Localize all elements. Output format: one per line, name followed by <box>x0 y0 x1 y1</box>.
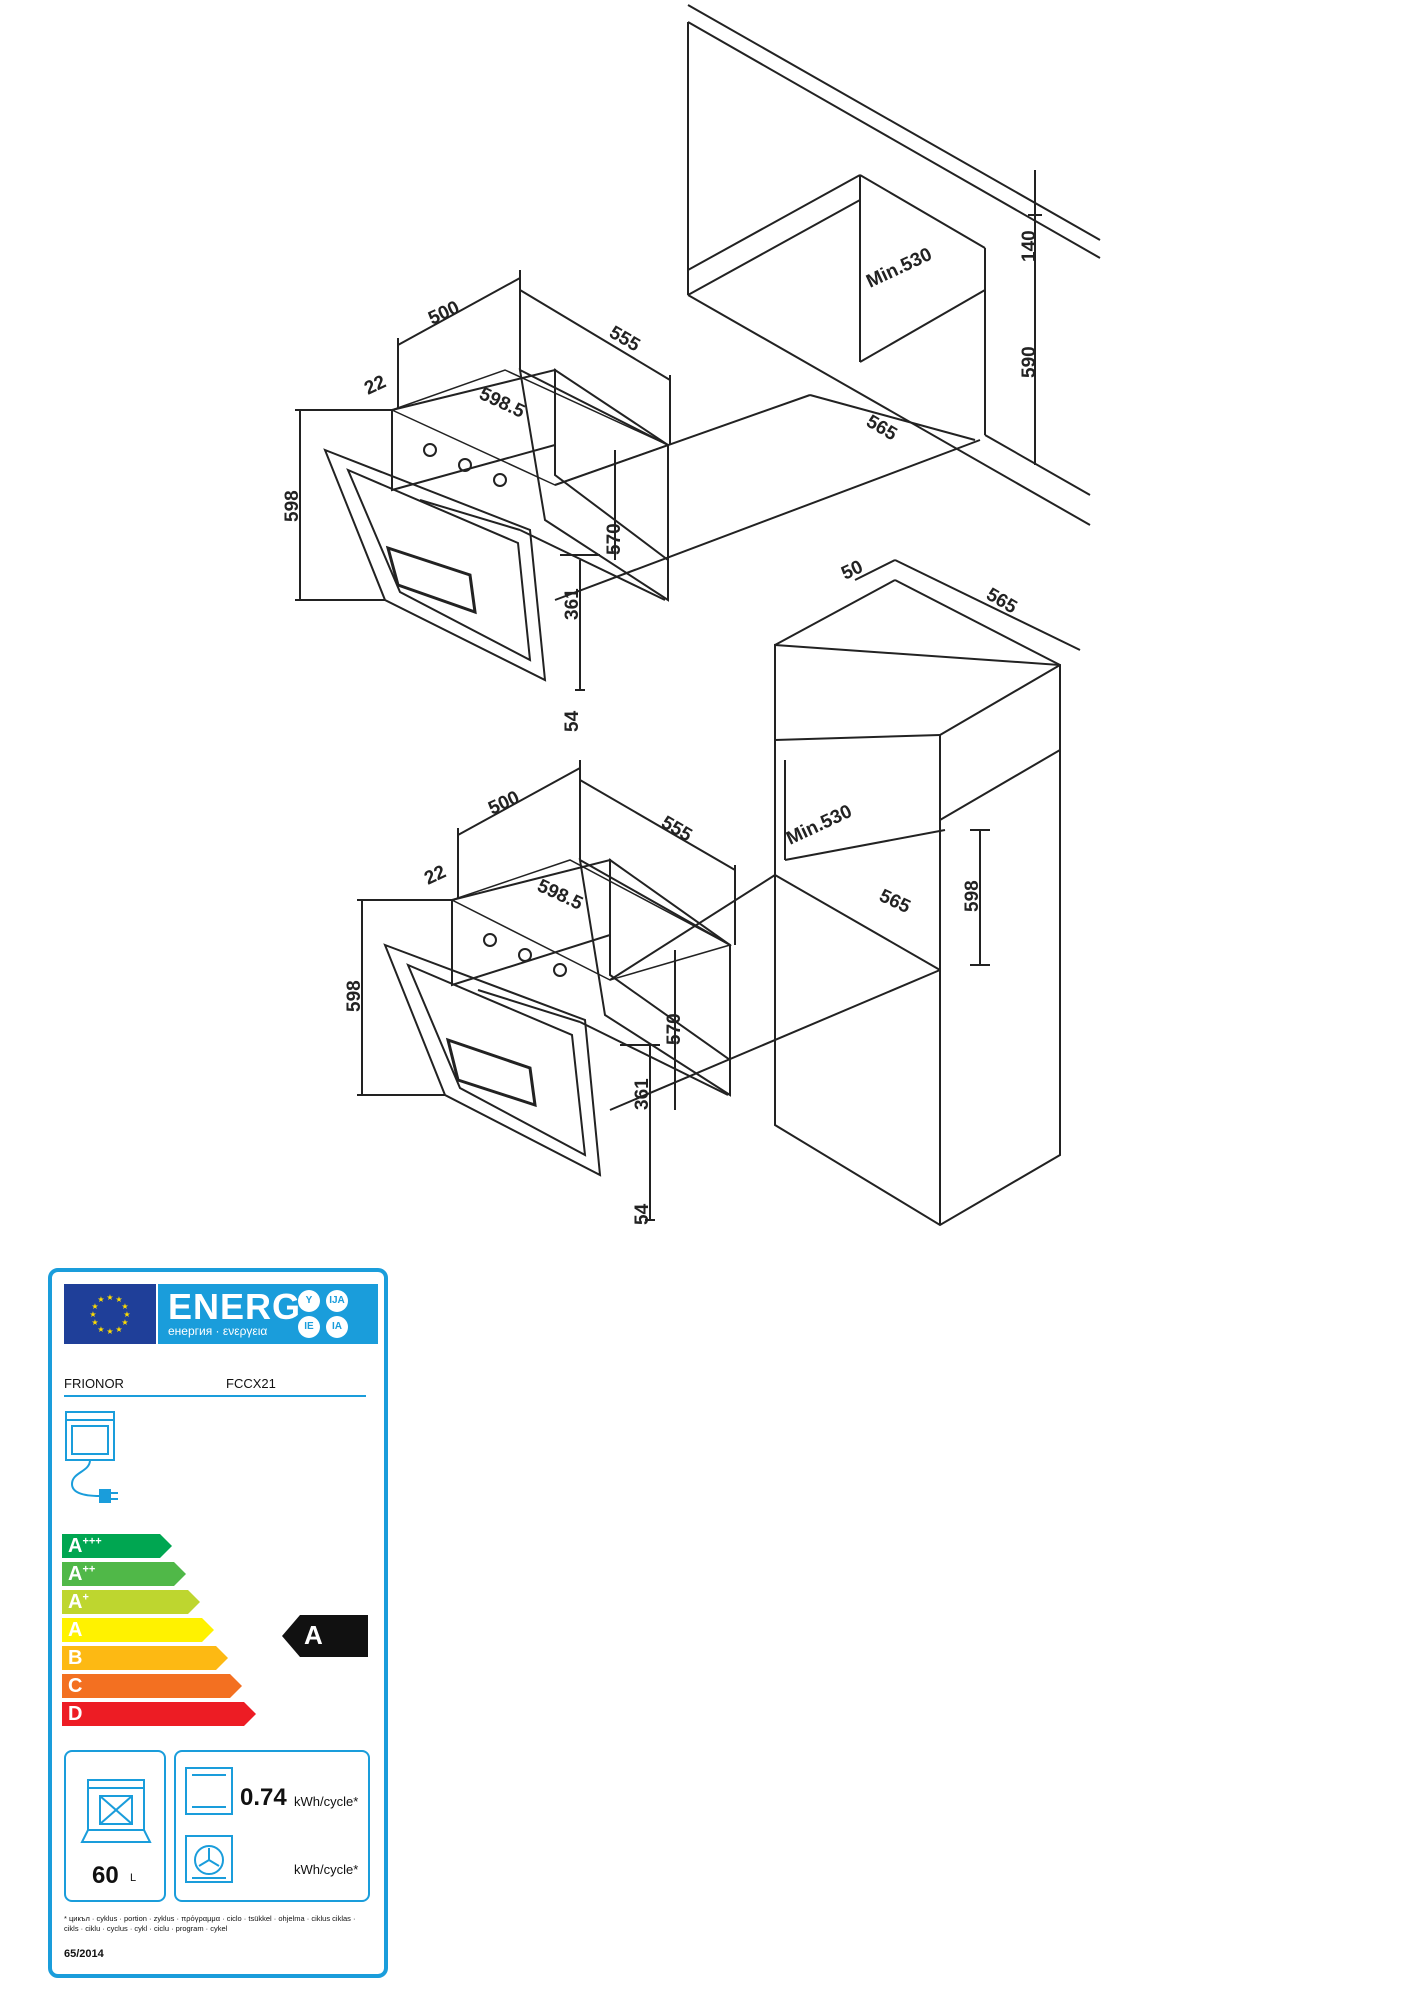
rating-arrow: A <box>282 1615 368 1657</box>
dim-555-b: 555 <box>658 812 696 846</box>
suffix-ie: IE <box>298 1316 320 1338</box>
volume-value: 60 <box>92 1862 119 1889</box>
dim-565: 565 <box>863 411 901 445</box>
footnote: * цикъл · cyklus · portion · zyklus · πρ… <box>64 1914 356 1933</box>
dim-min530: Min.530 <box>863 244 935 292</box>
class-a-plus-plus: A++ <box>62 1562 186 1586</box>
svg-text:★: ★ <box>115 1325 122 1334</box>
svg-text:★: ★ <box>97 1325 104 1334</box>
fan-mode-icon <box>185 1835 233 1883</box>
class-c: C <box>62 1674 242 1698</box>
class-a-plus-plus-plus: A+++ <box>62 1534 172 1558</box>
dim-598-5: 598.5 <box>476 383 528 422</box>
dim-500: 500 <box>425 297 463 329</box>
consumption-box: 0.74 kWh/cycle* kWh/cycle* <box>174 1750 370 1902</box>
dim-598-tall: 598 <box>962 880 983 912</box>
class-a: A <box>62 1618 214 1642</box>
dim-140: 140 <box>1019 230 1040 262</box>
dim-590: 590 <box>1019 346 1040 378</box>
conventional-mode-icon <box>185 1767 233 1815</box>
svg-text:★: ★ <box>115 1295 122 1304</box>
svg-text:★: ★ <box>91 1302 98 1311</box>
fan-unit: kWh/cycle* <box>294 1862 359 1877</box>
label-header: ★★★ ★★★ ★★★ ★★★ ENERG енергия · ενεργεια… <box>64 1284 378 1344</box>
dim-54: 54 <box>562 710 583 732</box>
regulation-number: 65/2014 <box>64 1948 104 1960</box>
svg-text:★: ★ <box>91 1318 98 1327</box>
energy-label: ★★★ ★★★ ★★★ ★★★ ENERG енергия · ενεργεια… <box>48 1268 388 1978</box>
dim-500-b: 500 <box>485 787 523 819</box>
brand-name: FRIONOR <box>64 1376 124 1391</box>
model-name: FCCX21 <box>226 1376 276 1391</box>
svg-text:★: ★ <box>123 1310 130 1319</box>
rating-letter: A <box>304 1620 323 1650</box>
class-b: B <box>62 1646 228 1670</box>
volume-unit: L <box>130 1872 137 1884</box>
installation-drawing: 140 590 565 Min.530 500 555 22 598.5 598… <box>282 4 1101 1227</box>
energy-subtitle: енергия · ενεργεια <box>168 1324 268 1338</box>
eu-stars-icon: ★★★ ★★★ ★★★ ★★★ <box>89 1293 130 1336</box>
dim-565-top: 565 <box>983 584 1021 618</box>
suffix-ija: IJA <box>326 1290 348 1312</box>
dim-598-b: 598 <box>344 980 365 1012</box>
dim-361: 361 <box>562 588 583 620</box>
svg-text:★: ★ <box>106 1293 113 1302</box>
dim-565-tall: 565 <box>876 885 914 918</box>
dim-570-b: 570 <box>664 1013 685 1045</box>
oven-cavity-icon <box>80 1779 152 1843</box>
svg-text:★: ★ <box>89 1310 96 1319</box>
suffix-ia: IA <box>326 1316 348 1338</box>
class-a-plus: A+ <box>62 1590 200 1614</box>
svg-text:★: ★ <box>121 1302 128 1311</box>
dim-54-b: 54 <box>632 1203 653 1225</box>
class-d: D <box>62 1702 256 1726</box>
dim-22: 22 <box>361 372 389 400</box>
suffix-y: Y <box>298 1290 320 1312</box>
svg-text:★: ★ <box>97 1295 104 1304</box>
dim-22-b: 22 <box>421 862 449 890</box>
conventional-value: 0.74 <box>240 1784 287 1811</box>
dim-598-5-b: 598.5 <box>534 875 586 914</box>
dim-min530-tall: Min.530 <box>783 801 855 849</box>
eu-flag: ★★★ ★★★ ★★★ ★★★ <box>64 1284 156 1344</box>
volume-box: 60 L <box>64 1750 166 1902</box>
energy-title-block: ENERG енергия · ενεργεια Y IJA IE IA <box>158 1284 378 1344</box>
energy-title: ENERG <box>168 1286 302 1327</box>
dim-555: 555 <box>606 322 644 356</box>
svg-text:★: ★ <box>121 1318 128 1327</box>
dim-598: 598 <box>282 490 303 522</box>
dim-361-b: 361 <box>632 1078 653 1110</box>
header-divider <box>64 1395 366 1397</box>
conventional-unit: kWh/cycle* <box>294 1794 359 1809</box>
oven-plug-icon <box>65 1411 118 1503</box>
dim-570: 570 <box>604 523 625 555</box>
dim-50: 50 <box>838 557 866 585</box>
svg-text:★: ★ <box>106 1327 113 1336</box>
